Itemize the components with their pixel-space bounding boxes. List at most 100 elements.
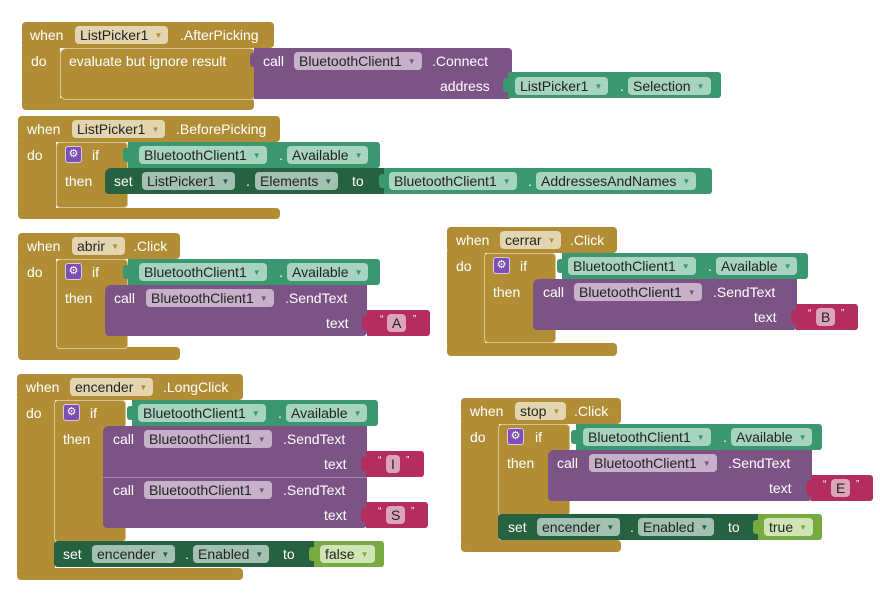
puzzle-tab	[123, 265, 129, 279]
puzzle-tab	[557, 259, 563, 273]
component-dropdown[interactable]: BluetoothClient1▼	[583, 428, 711, 446]
to-label: to	[728, 519, 740, 535]
component-dropdown[interactable]: BluetoothClient1▼	[574, 283, 702, 301]
mutator-gear-icon[interactable]: ⚙	[493, 257, 510, 274]
dropdown-arrow-icon: ▼	[696, 82, 705, 91]
component-dropdown[interactable]: BluetoothClient1▼	[144, 430, 272, 448]
quote-open-icon: “	[380, 314, 384, 325]
component-dropdown[interactable]: encender▼	[70, 378, 154, 396]
component-dropdown[interactable]: ListPicker1▼	[75, 26, 169, 44]
do-label: do	[27, 264, 43, 280]
component-name: BluetoothClient1	[573, 258, 676, 274]
property-dropdown[interactable]: Enabled▼	[193, 545, 270, 563]
property-dropdown[interactable]: Elements▼	[255, 172, 339, 190]
property-name: Enabled	[198, 546, 250, 562]
component-dropdown[interactable]: abrir ▼	[72, 237, 125, 255]
property-dropdown[interactable]: AddressesAndNames▼	[536, 172, 697, 190]
component-dropdown[interactable]: BluetoothClient1▼	[144, 481, 272, 499]
text-value[interactable]: S	[386, 506, 406, 524]
mutator-gear-icon[interactable]: ⚙	[63, 404, 80, 421]
property-dropdown[interactable]: Available▼	[287, 146, 369, 164]
puzzle-tab	[571, 430, 577, 444]
component-dropdown[interactable]: cerrar▼	[500, 231, 562, 249]
when-label: when	[27, 121, 61, 137]
dropdown-arrow-icon: ▼	[257, 486, 266, 495]
component-dropdown[interactable]: ListPicker1▼	[142, 172, 236, 190]
then-label: then	[507, 455, 535, 471]
mutator-gear-icon[interactable]: ⚙	[65, 146, 82, 163]
call-label: call	[557, 455, 579, 471]
component-dropdown[interactable]: ListPicker1 ▼	[72, 120, 166, 138]
quote-close-icon: ”	[411, 506, 415, 517]
dropdown-arrow-icon: ▼	[682, 177, 691, 186]
then-label: then	[63, 431, 91, 447]
component-dropdown[interactable]: BluetoothClient1▼	[139, 146, 267, 164]
arg-label: text	[754, 309, 777, 325]
event-spine	[17, 398, 55, 570]
event-footer	[447, 343, 617, 356]
text-value[interactable]: A	[387, 314, 407, 332]
dropdown-arrow-icon: ▼	[552, 407, 561, 416]
component-dropdown[interactable]: BluetoothClient1▼	[389, 172, 517, 190]
evaluate-ignore-block[interactable]	[60, 48, 256, 100]
property-name: Enabled	[643, 519, 695, 535]
when-label: when	[30, 27, 64, 43]
dropdown-arrow-icon: ▼	[111, 242, 119, 251]
text-value[interactable]: B	[816, 308, 836, 326]
component-dropdown[interactable]: BluetoothClient1▼	[146, 289, 274, 307]
component-dropdown[interactable]: BluetoothClient1▼	[589, 454, 717, 472]
text-value[interactable]: I	[386, 455, 400, 473]
component-name: BluetoothClient1	[394, 173, 497, 189]
component-dropdown[interactable]: BluetoothClient1▼	[294, 52, 422, 70]
component-dropdown[interactable]: encender▼	[537, 518, 621, 536]
text-value[interactable]: E	[831, 479, 851, 497]
property-dropdown[interactable]: Available▼	[716, 257, 798, 275]
puzzle-tab	[127, 406, 133, 420]
property-dropdown[interactable]: Available▼	[731, 428, 813, 446]
call-label: call	[263, 53, 285, 69]
component-dropdown[interactable]: BluetoothClient1 ▼	[568, 257, 696, 275]
dot: .	[279, 147, 283, 163]
property-dropdown[interactable]: Enabled▼	[638, 518, 715, 536]
dropdown-arrow-icon: ▼	[798, 433, 807, 442]
component-dropdown[interactable]: BluetoothClient1▼	[138, 404, 266, 422]
property-name: Available	[291, 405, 348, 421]
component-name: ListPicker1	[77, 121, 146, 137]
boolean-dropdown[interactable]: false▼	[320, 545, 375, 563]
dropdown-arrow-icon: ▼	[681, 262, 690, 271]
event-spine	[22, 46, 60, 100]
mutator-gear-icon[interactable]: ⚙	[507, 428, 524, 445]
event-footer	[22, 98, 254, 110]
dot: .	[528, 173, 532, 189]
component-name: BluetoothClient1	[144, 264, 247, 280]
component-name: encender	[97, 546, 156, 562]
dropdown-arrow-icon: ▼	[353, 409, 362, 418]
method-name: .SendText	[728, 455, 791, 471]
arg-label: text	[324, 456, 347, 472]
component-dropdown[interactable]: BluetoothClient1 ▼	[139, 263, 267, 281]
component-dropdown[interactable]: encender ▼	[92, 545, 176, 563]
component-dropdown[interactable]: ListPicker1▼	[515, 77, 609, 95]
dot: .	[185, 546, 189, 562]
property-dropdown[interactable]: Available▼	[287, 263, 369, 281]
method-name: .Connect	[432, 53, 489, 69]
when-label: when	[27, 238, 61, 254]
property-name: Available	[292, 147, 349, 163]
quote-open-icon: “	[808, 308, 812, 319]
component-name: encender	[75, 379, 134, 395]
property-dropdown[interactable]: Available ▼	[286, 404, 368, 422]
puzzle-tab	[791, 310, 797, 324]
dropdown-arrow-icon: ▼	[161, 550, 170, 559]
do-label: do	[26, 405, 42, 421]
component-name: abrir	[77, 238, 106, 254]
mutator-gear-icon[interactable]: ⚙	[65, 263, 82, 280]
event-name: .LongClick	[163, 379, 229, 395]
component-dropdown[interactable]: stop▼	[515, 402, 567, 420]
property-dropdown[interactable]: Selection▼	[628, 77, 711, 95]
boolean-dropdown[interactable]: true▼	[764, 518, 814, 536]
if-label: if	[520, 258, 527, 274]
method-name: .SendText	[283, 431, 346, 447]
component-name: ListPicker1	[80, 27, 149, 43]
dropdown-arrow-icon: ▼	[252, 268, 261, 277]
dropdown-arrow-icon: ▼	[151, 125, 160, 134]
